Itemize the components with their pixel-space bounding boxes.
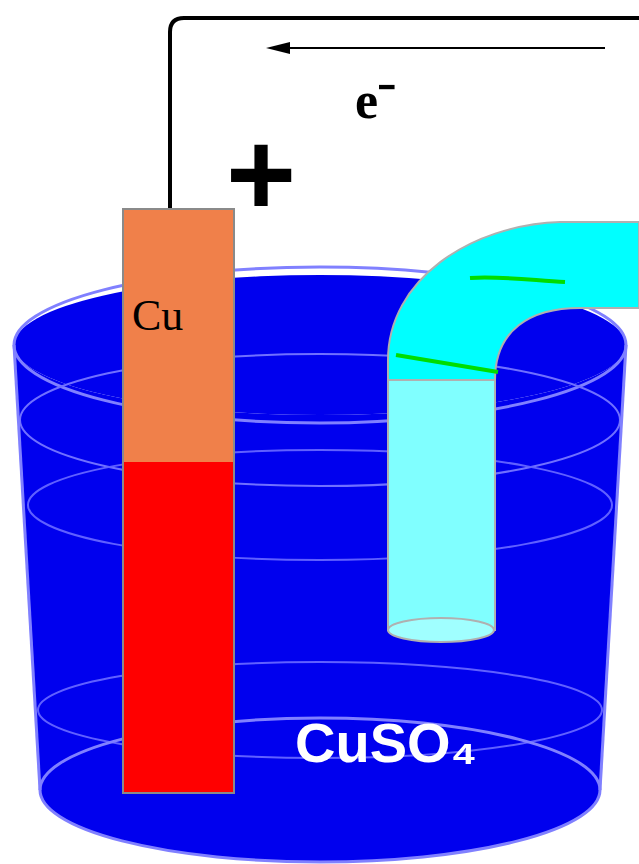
solution-label: CuSO₄	[295, 710, 477, 775]
salt-bridge-end	[388, 618, 494, 642]
salt-bridge-band	[396, 355, 498, 372]
electrode-label: Cu	[132, 290, 183, 341]
beaker-wall	[600, 345, 626, 790]
beaker-wall	[14, 345, 40, 790]
beaker-line	[28, 450, 612, 560]
salt-bridge	[388, 222, 639, 380]
positive-sign: +	[226, 105, 296, 243]
copper-electrode: Cu	[122, 208, 235, 794]
electron-flow-line	[282, 47, 605, 49]
salt-bridge-immersed	[388, 380, 495, 630]
salt-bridge-band	[470, 277, 565, 282]
electron-label: e⁻	[355, 62, 396, 133]
electron-flow-arrowhead	[266, 42, 290, 54]
